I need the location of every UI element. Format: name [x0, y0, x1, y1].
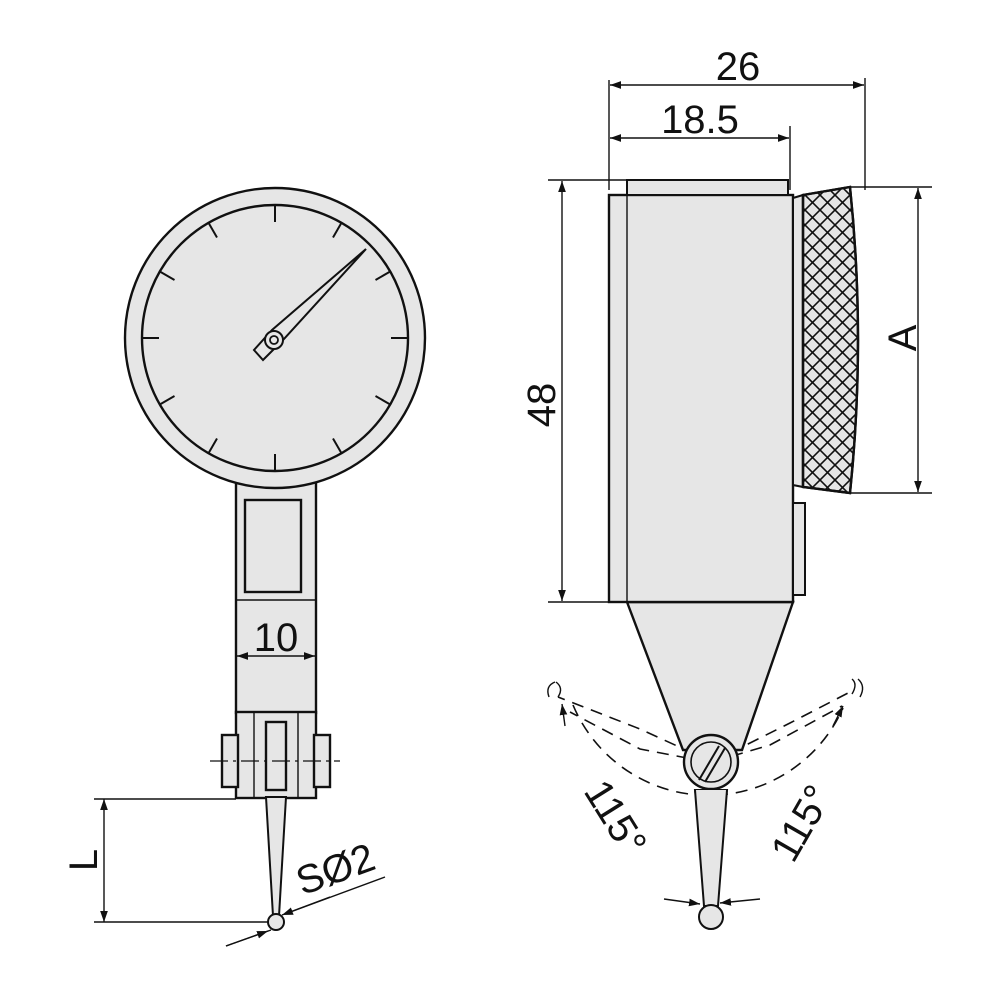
dim-label-ball: SØ2: [290, 835, 380, 904]
dial-tick: [159, 270, 176, 281]
indicator-body: [607, 193, 795, 604]
dial-tick: [159, 395, 176, 406]
dial-scale-ticks: [142, 205, 408, 471]
front-view: 10 L SØ2: [62, 186, 427, 947]
dim-label-A: A: [881, 324, 925, 351]
side-view: 26 18.5 48 A 115° 115°: [520, 45, 932, 930]
dial-tick: [207, 222, 218, 239]
angle-label-left: 115°: [575, 773, 655, 864]
stylus-holder: [264, 720, 288, 792]
dim-label-18-5: 18.5: [661, 98, 739, 142]
indicator-nose: [625, 600, 795, 752]
dial-tick: [332, 437, 343, 454]
dial-tick: [207, 437, 218, 454]
angle-label-right: 115°: [763, 778, 841, 869]
side-contact-ball: [698, 904, 724, 930]
dim-label-26: 26: [716, 45, 761, 89]
dial-pointer: [252, 248, 367, 362]
label-window: [243, 498, 303, 594]
dim-label-10: 10: [254, 616, 299, 660]
contact-ball: [267, 913, 285, 931]
knurled-knob: [792, 185, 860, 495]
stylus: [264, 796, 288, 917]
dial-tick: [374, 270, 391, 281]
pointer-hub: [264, 330, 284, 350]
dim-label-48: 48: [520, 383, 564, 428]
dim-label-L: L: [62, 849, 106, 871]
dial-tick: [332, 222, 343, 239]
dial-tick: [374, 395, 391, 406]
